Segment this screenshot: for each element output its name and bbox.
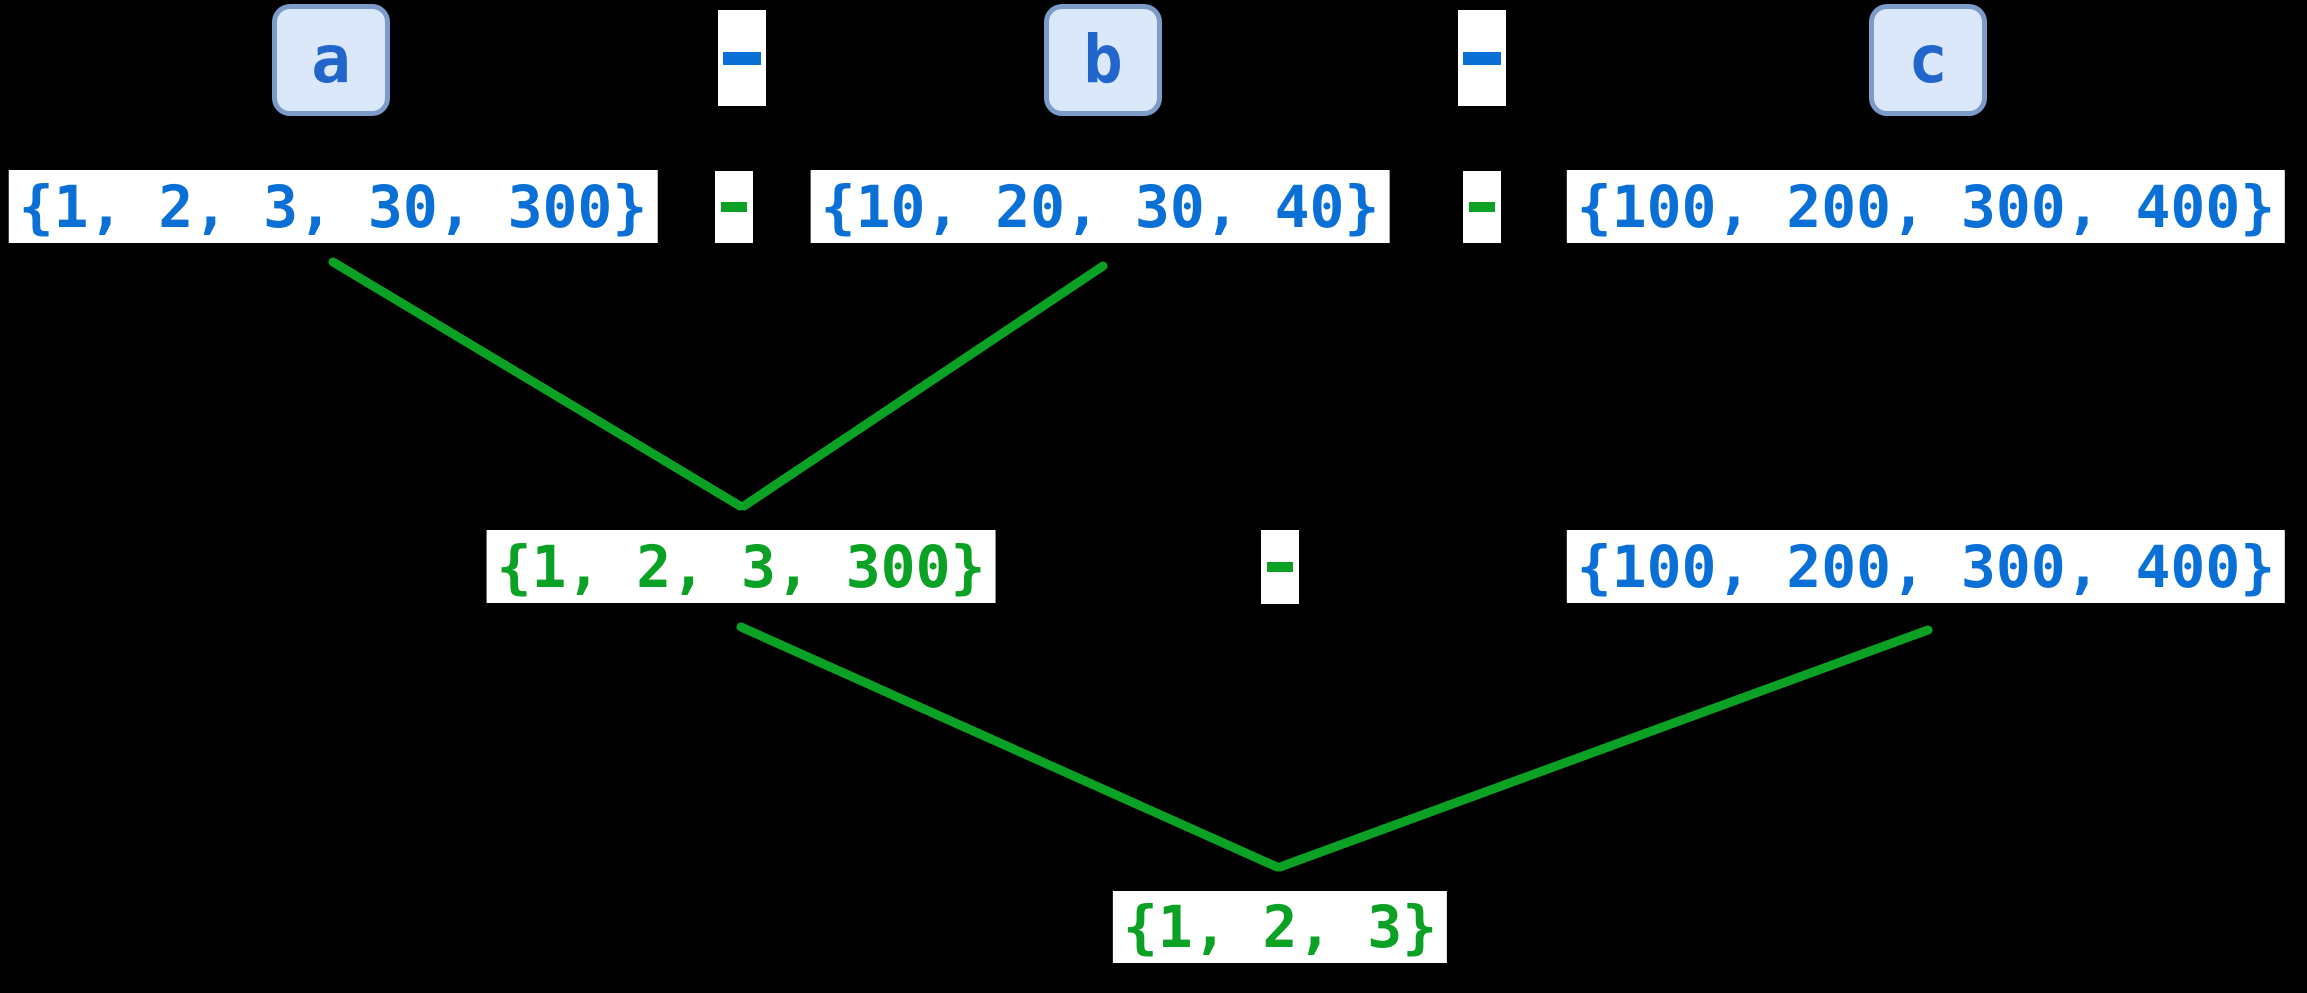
set-b-chip: {10, 20, 30, 40}	[810, 170, 1390, 243]
intermediate-operand-c-value: {100, 200, 300, 400}	[1576, 532, 2276, 601]
variable-box-c: c	[1869, 4, 1987, 116]
minus-icon	[1469, 202, 1495, 212]
minus-icon	[1463, 51, 1501, 65]
minus-operator-intermediate: -	[1261, 530, 1299, 604]
line-set-b-to-intermediate	[739, 261, 1108, 511]
variable-label-a: a	[311, 21, 351, 98]
minus-operator-sets-2: -	[1463, 171, 1501, 243]
line-operand-c-to-final	[1275, 625, 1933, 872]
variable-box-a: a	[272, 4, 390, 116]
minus-icon	[721, 202, 747, 212]
minus-operator-top-1: -	[718, 10, 766, 106]
minus-operator-sets-1: -	[715, 171, 753, 243]
set-a-chip: {1, 2, 3, 30, 300}	[8, 170, 658, 243]
minus-operator-top-2: -	[1458, 10, 1506, 106]
minus-icon	[723, 51, 761, 65]
set-a-value: {1, 2, 3, 30, 300}	[18, 172, 648, 241]
final-result-value: {1, 2, 3}	[1122, 893, 1438, 961]
variable-box-b: b	[1044, 4, 1162, 116]
variable-label-c: c	[1908, 21, 1948, 98]
intermediate-result-value: {1, 2, 3, 300}	[496, 532, 986, 601]
line-intermediate-to-final	[736, 622, 1282, 872]
minus-icon	[1267, 562, 1293, 572]
variable-label-b: b	[1083, 21, 1123, 98]
intermediate-operand-c-chip: {100, 200, 300, 400}	[1566, 530, 2286, 603]
line-set-a-to-intermediate	[328, 257, 745, 511]
set-b-value: {10, 20, 30, 40}	[820, 172, 1380, 241]
final-result-chip: {1, 2, 3}	[1112, 891, 1448, 963]
set-c-value: {100, 200, 300, 400}	[1576, 172, 2276, 241]
set-c-chip: {100, 200, 300, 400}	[1566, 170, 2286, 243]
intermediate-result-chip: {1, 2, 3, 300}	[486, 530, 996, 603]
